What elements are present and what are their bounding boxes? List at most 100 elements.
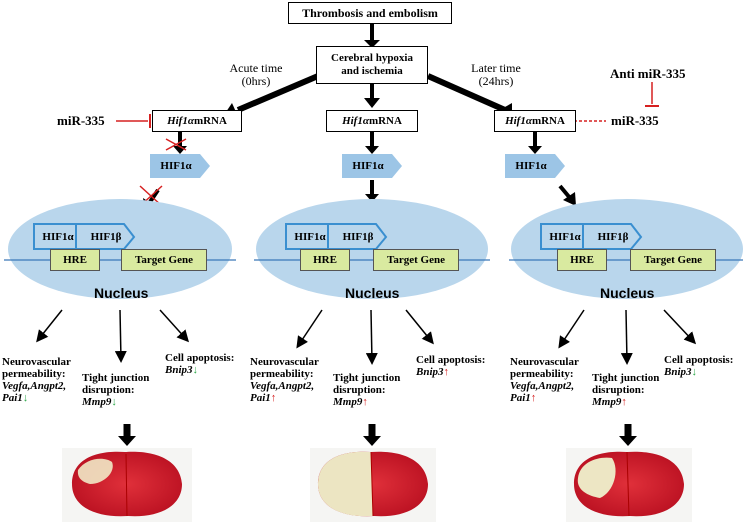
mrna-box-left: Hif1α mRNA [152,110,242,132]
perm-title: Neurovascular [2,356,71,368]
perm-label-right: Neurovascular permeability: Vegfa,Angpt2… [510,356,579,404]
complex-hif1a-center: HIF1α [294,230,326,243]
nucleus-label-center: Nucleus [345,285,400,301]
mrna-suffix: mRNA [531,115,565,127]
acute-line2: (0hrs) [241,74,271,89]
thrombosis-box: Thrombosis and embolism [288,2,452,24]
hif1a-center [342,154,402,178]
later-line2: (24hrs) [478,74,514,89]
perm-dir: ↓ [22,392,29,404]
tj-line1: Tight junction [333,372,401,384]
tj-line1: Tight junction [592,372,660,384]
nucleus-label-left: Nucleus [94,285,149,301]
tj-label-left: Tight junction disruption: Mmp9↓ [82,372,149,408]
perm-genes1: Vegfa,Angpt2, [510,380,575,392]
hif1a-left [150,154,210,178]
complex-right [540,223,643,250]
later-time-label: Later time (24hrs) [462,61,530,89]
acute-time-label: Acute time (0hrs) [222,61,290,89]
tj-dir: ↑ [621,396,627,408]
hypoxia-line2: and ischemia [341,65,403,77]
perm-label-left: Neurovascular permeability: Vegfa,Angpt2… [2,356,71,404]
perm-genes1: Vegfa,Angpt2, [250,380,315,392]
apo-line1: Cell apoptosis: [664,354,734,366]
perm-title: Neurovascular [250,356,319,368]
tj-line2: disruption: [592,384,645,396]
perm-title: Neurovascular [510,356,579,368]
brain-left [62,448,192,522]
tj-gene: Mmp9 [592,396,622,408]
arrow-later [426,73,507,113]
apo-label-right: Cell apoptosis: Bnip3↓ [664,354,733,378]
perm-line2: permeability: [250,368,314,380]
perm-dir: ↑ [530,392,537,404]
hif1a-label-right: HIF1α [515,160,547,172]
hypoxia-box: Cerebral hypoxia and ischemia [316,46,428,84]
brain-center [310,448,436,522]
complex-hif1a-right: HIF1α [549,230,581,243]
mrna-box-right: Hif1α mRNA [494,110,576,132]
mrna-box-center: Hif1α mRNA [326,110,418,132]
apo-gene: Bnip3 [416,366,444,378]
complex-left [33,223,136,250]
apo-dir: ↓ [691,366,698,378]
mir335-left: miR-335 [57,113,105,128]
later-line1: Later time [471,61,521,75]
hif1a-label-left: HIF1α [160,160,192,172]
apo-line1: Cell apoptosis: [165,352,235,364]
arrow-prot-right [558,184,572,200]
perm-dir: ↑ [270,392,277,404]
complex-hif1b-center: HIF1β [342,230,374,243]
mrna-suffix: mRNA [368,115,402,127]
target-gene-center: Target Gene [373,249,459,271]
hre-center: HRE [300,249,350,271]
hif1a-label-center: HIF1α [352,160,384,172]
mrna-gene: Hif1α [342,115,369,127]
apo-gene: Bnip3 [165,364,193,376]
tj-label-center: Tight junction disruption: Mmp9↑ [333,372,400,408]
mrna-gene: Hif1α [167,115,194,127]
mrna-gene: Hif1α [505,115,532,127]
hif1a-right [505,154,565,178]
perm-genes2: Pai1 [2,392,23,404]
complex-hif1b-right: HIF1β [597,230,629,243]
perm-genes2: Pai1 [510,392,531,404]
hre-left: HRE [50,249,100,271]
arrow-prot-left [148,188,160,204]
apo-line1: Cell apoptosis: [416,354,486,366]
complex-hif1a-left: HIF1α [42,230,74,243]
complex-hif1b-left: HIF1β [90,230,122,243]
perm-genes2: Pai1 [250,392,271,404]
tj-label-right: Tight junction disruption: Mmp9↑ [592,372,659,408]
apo-dir: ↑ [443,366,450,378]
hypoxia-line1: Cerebral hypoxia [331,52,413,64]
acute-line1: Acute time [229,61,283,75]
perm-label-center: Neurovascular permeability: Vegfa,Angpt2… [250,356,319,404]
cross-left-b [165,138,187,151]
perm-genes1: Vegfa,Angpt2, [2,380,67,392]
nucleus-label-right: Nucleus [600,285,655,301]
complex-center [285,223,388,250]
hre-right: HRE [557,249,607,271]
perm-line2: permeability: [510,368,574,380]
mir335-right: miR-335 [611,113,659,128]
tj-line2: disruption: [82,384,135,396]
tj-dir: ↑ [362,396,368,408]
perm-line2: permeability: [2,368,66,380]
tj-gene: Mmp9 [82,396,112,408]
apo-label-center: Cell apoptosis: Bnip3↑ [416,354,485,378]
anti-mir335: Anti miR-335 [610,66,686,81]
arrow-acute [236,73,320,113]
tj-line2: disruption: [333,384,386,396]
tj-dir: ↓ [111,396,117,408]
tj-line1: Tight junction [82,372,150,384]
apo-label-left: Cell apoptosis: Bnip3↓ [165,352,234,376]
target-gene-right: Target Gene [630,249,716,271]
apo-gene: Bnip3 [664,366,692,378]
target-gene-left: Target Gene [121,249,207,271]
brain-right [566,448,692,522]
mrna-suffix: mRNA [193,115,227,127]
apo-dir: ↓ [192,364,199,376]
